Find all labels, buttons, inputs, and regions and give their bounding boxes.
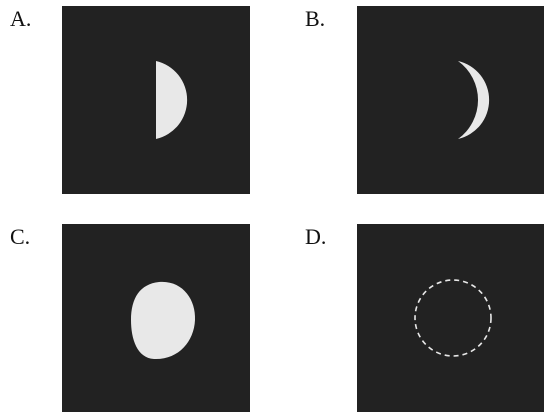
option-d-panel	[357, 224, 544, 412]
option-c[interactable]: C.	[0, 218, 250, 412]
new-moon-outline-icon	[414, 279, 492, 357]
option-b[interactable]: B.	[295, 0, 544, 194]
option-d[interactable]: D.	[295, 218, 544, 412]
option-d-background	[357, 224, 544, 412]
crescent-moon-icon	[458, 61, 490, 139]
option-a-panel	[62, 6, 250, 194]
option-b-background	[357, 6, 544, 194]
option-c-panel	[62, 224, 250, 412]
half-moon-icon	[156, 61, 188, 139]
option-a-label: A.	[10, 6, 32, 31]
option-d-label: D.	[305, 224, 327, 249]
gibbous-moon-icon	[131, 281, 196, 360]
option-b-panel	[357, 6, 544, 194]
option-a[interactable]: A.	[0, 0, 250, 194]
option-c-label: C.	[10, 224, 31, 249]
option-b-label: B.	[305, 6, 326, 31]
